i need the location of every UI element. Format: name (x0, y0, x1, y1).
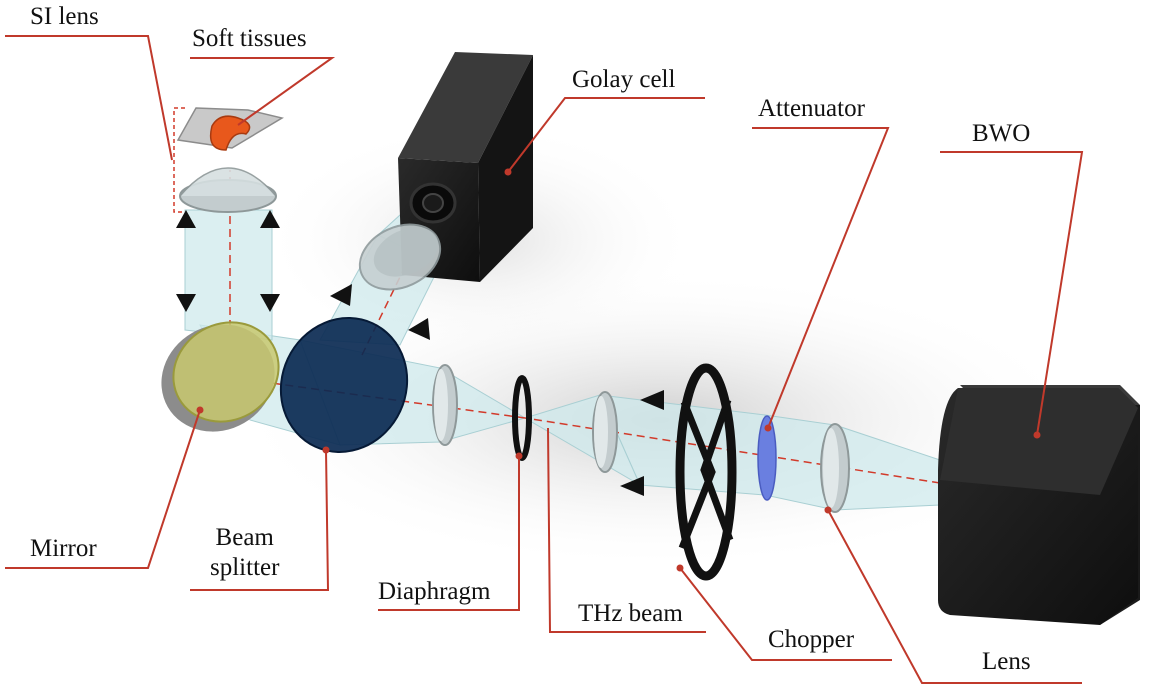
bwo-lens (821, 424, 849, 512)
label-bwo: BWO (972, 120, 1030, 148)
sample-holder (178, 108, 282, 150)
label-beam-splitter: Beam splitter (210, 523, 279, 583)
label-si-lens: SI lens (30, 3, 99, 31)
label-chopper: Chopper (768, 626, 854, 654)
focusing-lens (593, 392, 617, 472)
collimating-lens (433, 365, 457, 445)
label-thz-beam: THz beam (578, 600, 683, 628)
label-mirror: Mirror (30, 535, 97, 563)
label-diaphragm: Diaphragm (378, 578, 490, 606)
leader-si-lens (5, 36, 172, 160)
label-soft-tissues: Soft tissues (192, 25, 307, 53)
si-lens-element (174, 168, 276, 214)
label-golay-cell: Golay cell (572, 66, 675, 94)
label-beam-splitter-line1: Beam (210, 523, 279, 553)
label-beam-splitter-line2: splitter (210, 553, 279, 583)
label-lens: Lens (982, 648, 1031, 676)
label-attenuator: Attenuator (758, 95, 865, 123)
